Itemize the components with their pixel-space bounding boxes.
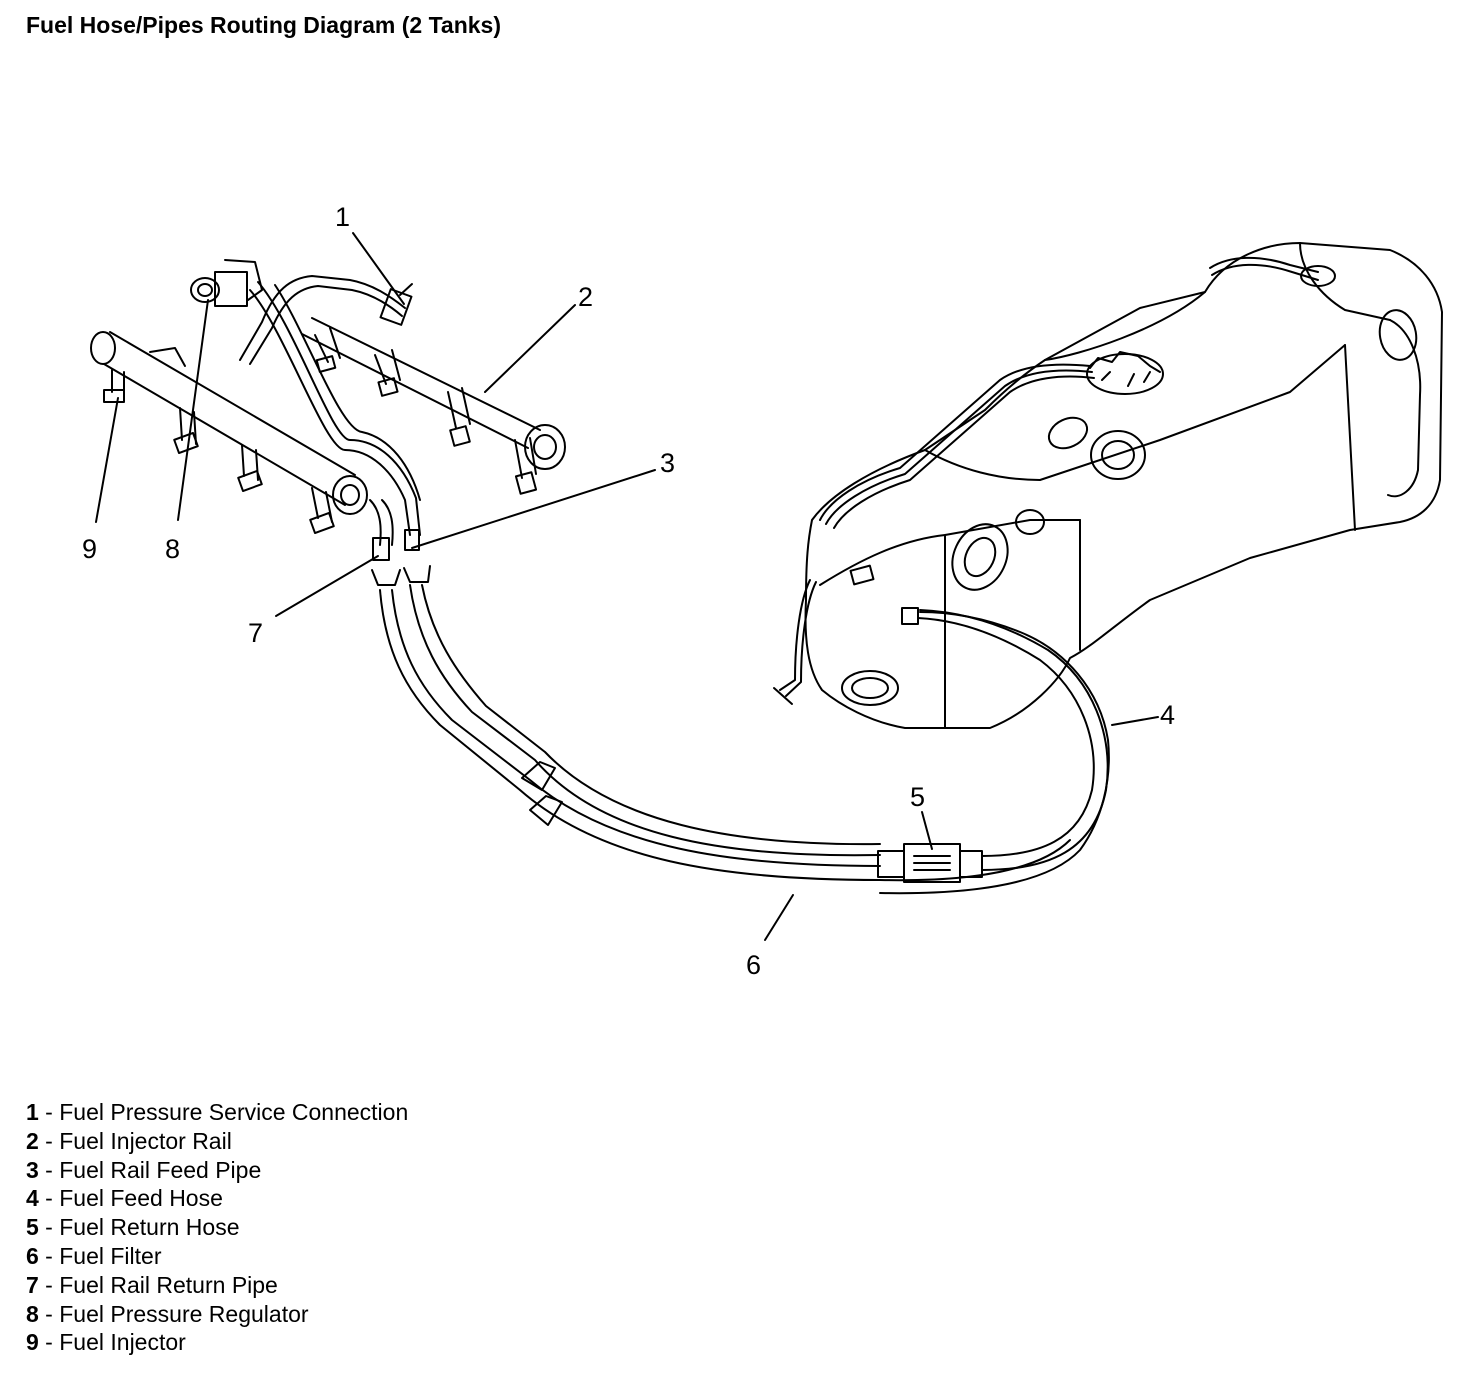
legend-number: 2	[26, 1127, 39, 1154]
callout-1: 1	[335, 202, 350, 232]
legend-number: 4	[26, 1185, 39, 1212]
leader-line-5	[921, 811, 933, 850]
legend-item: 2 - Fuel Injector Rail	[26, 1127, 408, 1156]
legend-number: 5	[26, 1214, 39, 1241]
callout-6: 6	[746, 950, 761, 980]
legend-label: Fuel Rail Feed Pipe	[59, 1156, 262, 1183]
legend-number: 7	[26, 1271, 39, 1298]
leader-line-4	[1111, 716, 1159, 726]
callout-7: 7	[248, 618, 263, 648]
legend-item: 3 - Fuel Rail Feed Pipe	[26, 1156, 408, 1185]
legend-separator: -	[38, 1329, 60, 1356]
legend-separator: -	[38, 1127, 60, 1154]
legend-label: Fuel Pressure Service Connection	[59, 1099, 409, 1125]
callout-3: 3	[660, 448, 675, 478]
legend-item: 7 - Fuel Rail Return Pipe	[26, 1271, 408, 1300]
fuel-hoses-illustration	[371, 565, 1110, 895]
callout-numbers: 1 2 3 4 5 6 7 8 9	[82, 202, 1175, 980]
callout-leader-lines	[95, 232, 1159, 941]
callout-9: 9	[82, 534, 97, 564]
legend-item: 6 - Fuel Filter	[26, 1242, 408, 1271]
leader-line-2	[484, 304, 576, 393]
legend-label: Fuel Injector Rail	[59, 1127, 232, 1154]
legend-separator: -	[38, 1156, 60, 1183]
legend-item: 1 - Fuel Pressure Service Connection	[26, 1098, 408, 1127]
fuel-tank-illustration	[773, 242, 1443, 729]
legend-number: 3	[26, 1156, 39, 1183]
leader-line-6	[764, 894, 794, 941]
legend-separator: -	[38, 1099, 60, 1125]
legend-number: 1	[26, 1099, 39, 1125]
callout-4: 4	[1160, 700, 1175, 730]
legend-label: Fuel Pressure Regulator	[59, 1300, 309, 1327]
legend-number: 6	[26, 1242, 39, 1269]
legend-label: Fuel Return Hose	[59, 1214, 240, 1241]
leader-line-1	[352, 232, 405, 305]
legend-label: Fuel Rail Return Pipe	[59, 1271, 278, 1298]
legend-number: 8	[26, 1300, 39, 1327]
legend-number: 9	[26, 1329, 39, 1356]
callout-8: 8	[165, 534, 180, 564]
legend-item: 4 - Fuel Feed Hose	[26, 1184, 408, 1213]
legend-item: 8 - Fuel Pressure Regulator	[26, 1300, 408, 1329]
legend-label: Fuel Injector	[59, 1329, 186, 1356]
legend-separator: -	[38, 1300, 60, 1327]
legend-label: Fuel Feed Hose	[59, 1185, 223, 1212]
legend-list: 1 - Fuel Pressure Service Connection 2 -…	[26, 1098, 408, 1357]
leader-line-7	[275, 555, 379, 617]
legend-separator: -	[38, 1242, 60, 1269]
callout-5: 5	[910, 782, 925, 812]
page-title: Fuel Hose/Pipes Routing Diagram (2 Tanks…	[26, 12, 501, 38]
leader-line-8	[177, 299, 209, 521]
fuel-rail-assembly-illustration	[90, 259, 566, 561]
callout-2: 2	[578, 282, 593, 312]
legend-item: 5 - Fuel Return Hose	[26, 1213, 408, 1242]
leader-line-3	[411, 469, 656, 549]
legend-label: Fuel Filter	[59, 1242, 162, 1269]
legend-separator: -	[38, 1185, 60, 1212]
legend-item: 9 - Fuel Injector	[26, 1328, 408, 1357]
fuel-routing-diagram: 1 2 3 4 5 6 7 8 9	[82, 202, 1443, 980]
leader-line-9	[95, 397, 119, 523]
legend-separator: -	[38, 1271, 60, 1298]
legend-separator: -	[38, 1214, 60, 1241]
